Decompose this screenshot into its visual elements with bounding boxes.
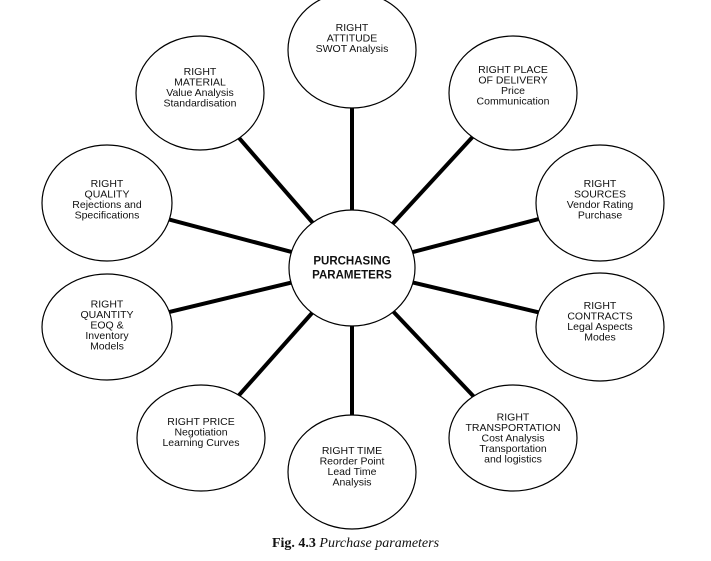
right-contracts-label-line: Legal Aspects	[567, 321, 632, 333]
right-price-label-line: RIGHT PRICE	[167, 416, 234, 428]
right-attitude-label-line: SWOT Analysis	[316, 43, 389, 55]
center-node: PURCHASING PARAMETERS	[288, 209, 416, 327]
right-material-ellipse	[135, 35, 265, 151]
right-price-label-line: Learning Curves	[162, 437, 239, 449]
right-contracts-label-line: RIGHT	[584, 300, 617, 312]
right-transportation-label-line: RIGHT	[497, 412, 530, 424]
right-attitude-label-line: ATTITUDE	[327, 33, 378, 45]
right-place-of-delivery-label-line: OF DELIVERY	[478, 74, 547, 86]
right-sources-label-line: Vendor Rating	[567, 199, 634, 211]
right-material-label-line: Value Analysis	[166, 87, 234, 99]
right-quality-label-line: Rejections and	[72, 199, 142, 211]
right-place-of-delivery-ellipse	[448, 35, 578, 151]
right-contracts-label-line: CONTRACTS	[567, 310, 632, 322]
right-time-label-line: Analysis	[332, 476, 371, 488]
right-attitude-label-line: RIGHT	[336, 22, 369, 34]
right-sources-label-line: RIGHT	[584, 178, 617, 190]
right-place-of-delivery-label-line: RIGHT PLACE	[478, 64, 548, 76]
right-contracts-label-line: Modes	[584, 331, 616, 343]
right-quantity-label-line: Inventory	[85, 330, 129, 342]
right-price-ellipse	[136, 384, 266, 492]
figure-number: Fig. 4.3	[271, 536, 316, 551]
figure-title: Purchase parameters	[319, 536, 440, 551]
right-material-label-line: MATERIAL	[174, 76, 226, 88]
right-quantity-label-line: QUANTITY	[80, 309, 133, 321]
right-quantity-ellipse	[41, 273, 173, 381]
right-time-label-line: RIGHT TIME	[322, 445, 382, 457]
right-material-label-line: RIGHT	[184, 66, 217, 78]
right-quantity-label-line: EOQ &	[90, 320, 123, 332]
center-label-line: PURCHASING	[313, 256, 390, 268]
center-ellipse	[288, 209, 416, 327]
right-quantity-label-line: Models	[90, 341, 124, 353]
right-price-label-line: Negotiation	[174, 427, 227, 439]
right-sources-label-line: Purchase	[578, 209, 623, 221]
right-quality-ellipse	[41, 144, 173, 262]
right-transportation-label-line: Transportation	[479, 443, 546, 455]
right-transportation-label-line: TRANSPORTATION	[465, 422, 560, 434]
right-quality-label-line: QUALITY	[85, 188, 130, 200]
right-sources-label-line: SOURCES	[574, 188, 626, 200]
right-time-label-line: Lead Time	[327, 466, 376, 478]
right-time-label-line: Reorder Point	[320, 455, 385, 467]
right-quality-label-line: RIGHT	[91, 178, 124, 190]
right-quantity-label-line: RIGHT	[91, 299, 124, 311]
right-contracts-ellipse	[535, 272, 665, 382]
right-material-label-line: Standardisation	[164, 97, 237, 109]
right-quality-label-line: Specifications	[75, 209, 140, 221]
right-transportation-label-line: Cost Analysis	[481, 433, 544, 445]
right-transportation-label-line: and logistics	[484, 454, 542, 466]
figure-caption: Fig. 4.3 Purchase parameters	[0, 536, 711, 552]
right-attitude-ellipse	[287, 0, 417, 109]
right-transportation-ellipse	[448, 384, 578, 492]
right-sources-ellipse	[535, 144, 665, 262]
center-label-line: PARAMETERS	[312, 270, 392, 282]
right-place-of-delivery-label-line: Price	[501, 85, 525, 97]
right-place-of-delivery-label-line: Communication	[477, 95, 550, 107]
right-time-ellipse	[287, 414, 417, 530]
